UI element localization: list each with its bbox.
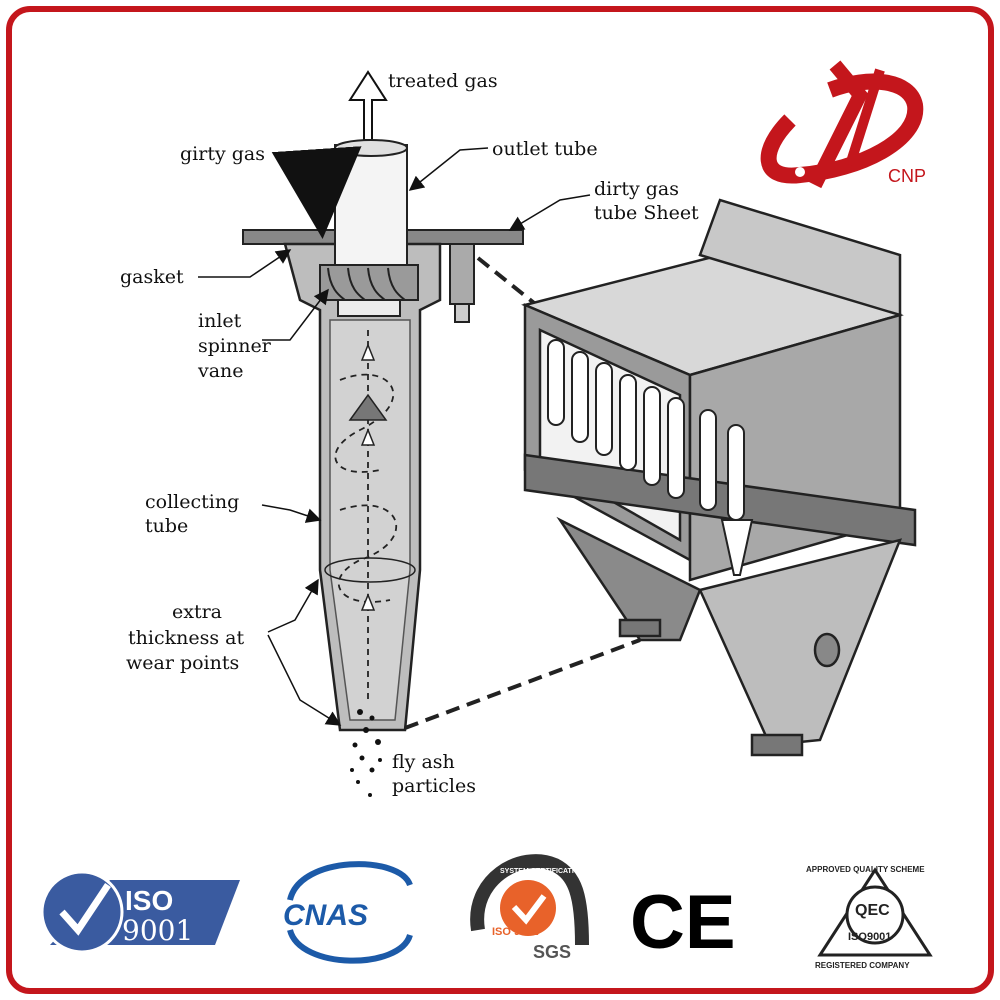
ce-text: CE — [630, 880, 736, 965]
label-girty-gas: girty gas — [180, 143, 265, 165]
sgs-mark: SGS — [533, 942, 571, 962]
leader-lines — [198, 147, 591, 726]
collector-housing — [521, 198, 917, 757]
flow-arrows — [348, 342, 388, 611]
sgs-side: ISO 9001 — [492, 926, 538, 938]
iso-line2: 9001 — [122, 914, 193, 947]
label-wear-points: wear points — [126, 652, 239, 674]
collector-tubes — [547, 339, 754, 576]
label-treated-gas: treated gas — [388, 70, 498, 92]
bolt-icon — [449, 243, 475, 323]
label-vane: vane — [197, 360, 244, 382]
cnp-logo-icon: CNP — [760, 60, 926, 189]
girty-gas-arrow — [271, 146, 362, 239]
label-collecting: collecting — [145, 491, 239, 513]
iso-line1: ISO — [125, 885, 173, 916]
inlet-spinner-vane — [319, 264, 419, 317]
cnas-badge-icon: CNAS — [283, 861, 413, 964]
label-fly-ash: fly ash — [392, 751, 455, 773]
sgs-badge-icon: SYSTEM CERTIFICATION ISO 9001 SGS — [470, 854, 589, 962]
qec-top: APPROVED QUALITY SCHEME — [806, 865, 925, 874]
ce-mark-icon: CE — [630, 880, 736, 965]
vortex-flow-lines — [334, 330, 398, 700]
label-inlet: inlet — [198, 310, 242, 332]
qec-bottom: REGISTERED COMPANY — [815, 961, 910, 970]
label-gasket: gasket — [120, 266, 184, 288]
qec-badge-icon: APPROVED QUALITY SCHEME QEC ISO9001 REGI… — [806, 865, 933, 970]
label-particles: particles — [392, 775, 476, 797]
cnas-text: CNAS — [283, 899, 368, 932]
sgs-top: SYSTEM CERTIFICATION — [500, 868, 584, 875]
label-extra: extra — [172, 601, 222, 623]
qec-iso: ISO9001 — [848, 931, 891, 943]
label-dirty-gas: dirty gas — [594, 178, 679, 200]
fly-ash-particles — [350, 709, 382, 797]
label-tube-sheet: tube Sheet — [594, 202, 699, 224]
iso-badge-icon: ISO 9001 — [40, 870, 240, 954]
qec-mid: QEC — [855, 902, 890, 919]
brand-name: CNP — [888, 166, 926, 186]
label-tube: tube — [145, 515, 188, 537]
outlet-tube — [334, 139, 408, 276]
label-thickness-at: thickness at — [128, 627, 244, 649]
treated-gas-arrow — [348, 70, 388, 141]
label-spinner: spinner — [198, 335, 272, 357]
label-outlet-tube: outlet tube — [492, 138, 598, 160]
